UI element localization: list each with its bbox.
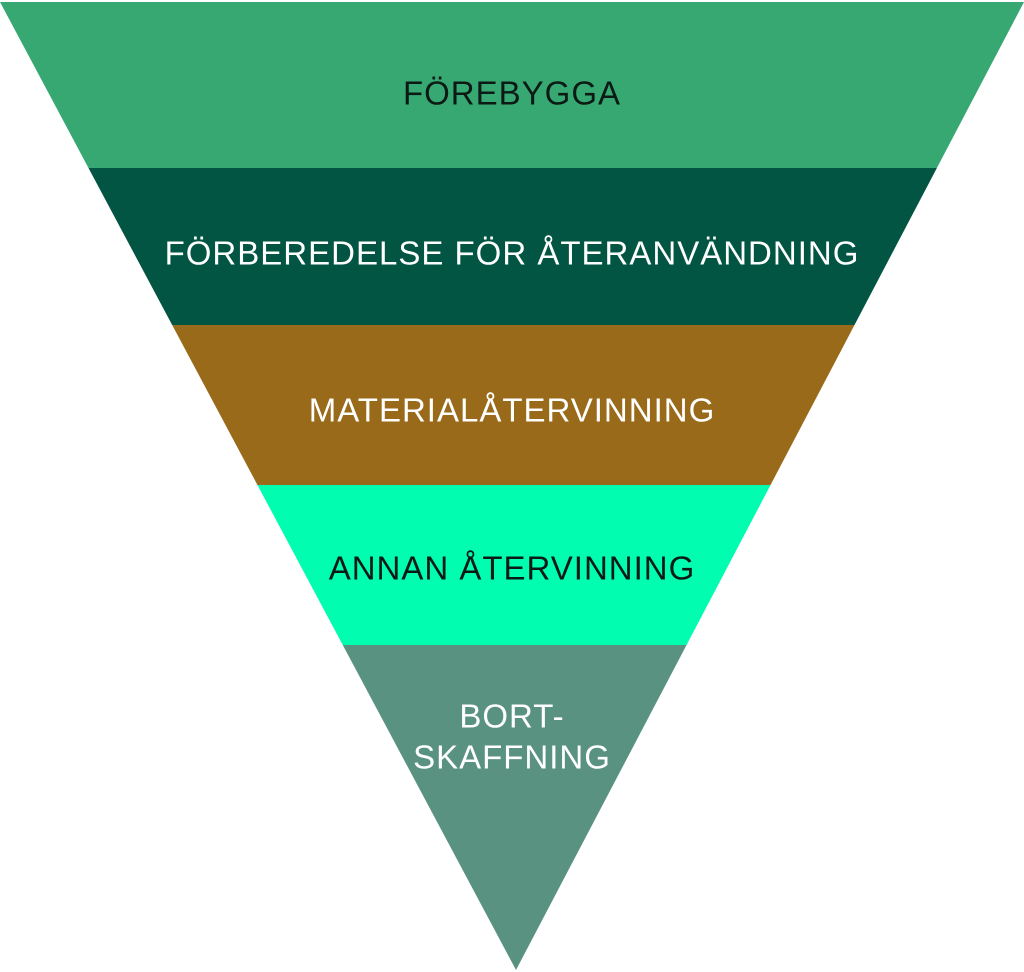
level-label-forebygga: FÖREBYGGA: [403, 75, 621, 112]
level-label-forberedelse: FÖRBEREDELSE FÖR ÅTERANVÄNDNING: [165, 235, 860, 272]
level-label-bortskaffning-line2: SKAFFNING: [413, 739, 611, 776]
band-materialatervinning: [172, 325, 855, 485]
level-label-materialatervinning: MATERIALÅTERVINNING: [309, 392, 716, 429]
level-label-bortskaffning-line1: BORT-: [459, 698, 564, 735]
band-forberedelse: [88, 168, 937, 325]
band-annan-atervinning: [257, 485, 771, 645]
band-bortskaffning: [342, 645, 687, 970]
band-forebygga: [0, 2, 1024, 168]
level-label-annan-atervinning: ANNAN ÅTERVINNING: [329, 550, 696, 587]
